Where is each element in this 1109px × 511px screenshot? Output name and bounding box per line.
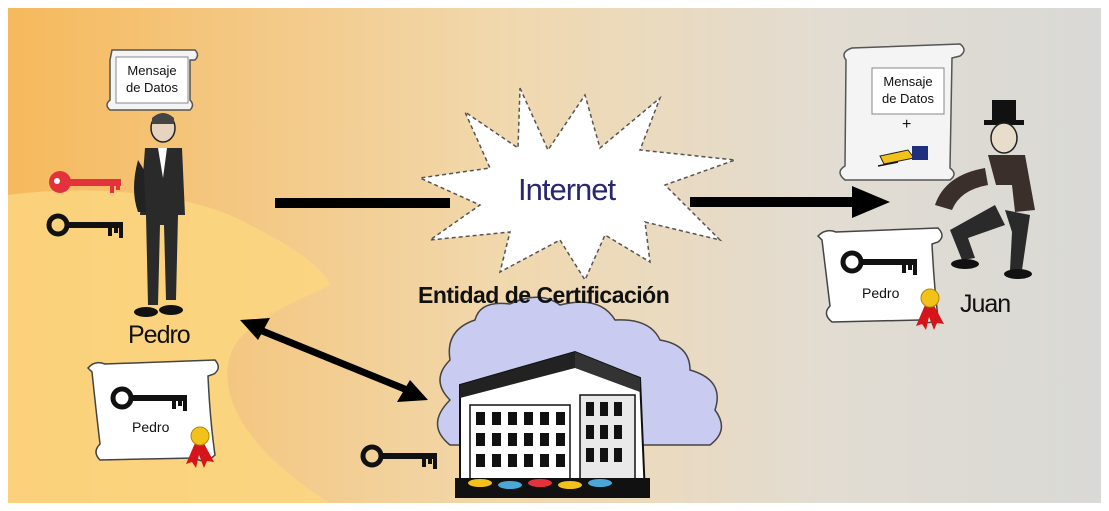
juan-message-line1: Mensaje: [883, 74, 933, 89]
pedro-private-key-icon: [49, 171, 121, 193]
pedro-ca-double-arrow: [240, 318, 428, 402]
pedro-message-scroll-icon: [106, 49, 199, 111]
internet-arrow-right-segment: [690, 186, 890, 218]
juan-signed-message-scroll-icon: [839, 43, 965, 181]
juan-certificate-scroll-icon: [816, 227, 945, 331]
juan-message-line2: de Datos: [881, 91, 935, 106]
pedro-certificate-owner-label: Pedro: [132, 419, 170, 435]
pedro-person-icon: [134, 113, 185, 317]
pedro-message-line2: de Datos: [125, 80, 179, 95]
pedro-message-line1: Mensaje: [127, 63, 177, 78]
pedro-name-label: Pedro: [128, 321, 191, 349]
signature-hand-icon: [877, 146, 928, 167]
ca-building-icon: [455, 350, 650, 498]
juan-certificate-owner-label: Pedro: [862, 285, 900, 301]
ca-label: Entidad de Certificación: [418, 282, 670, 308]
pedro-certificate-scroll-icon: [86, 359, 219, 469]
internet-label: Internet: [518, 172, 616, 207]
juan-name-label: Juan: [960, 290, 1011, 318]
internet-cloud-burst-icon: [417, 87, 736, 282]
juan-person-icon: [935, 100, 1035, 279]
juan-message-plus: +: [902, 116, 912, 133]
internet-arrow-left-segment: [275, 198, 450, 208]
background-bulge-shape: [8, 190, 330, 504]
